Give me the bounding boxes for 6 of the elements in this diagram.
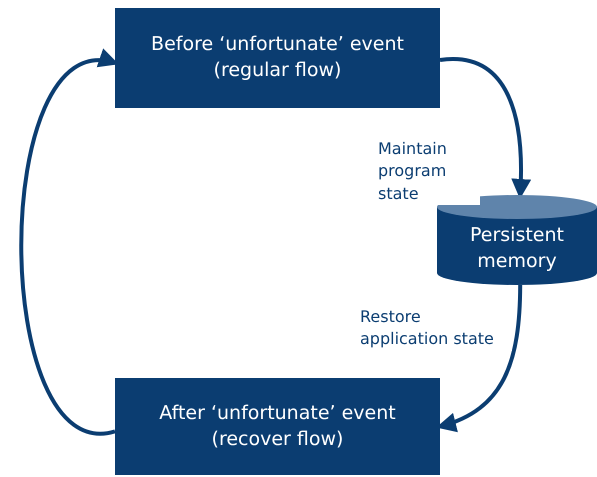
database-cylinder <box>437 195 597 285</box>
node-text: After ‘unfortunate’ event (recover flow) <box>158 400 397 452</box>
process-box <box>115 8 440 108</box>
process-box <box>115 378 440 475</box>
node-text: Before ‘unfortunate’ event (regular flow) <box>150 32 405 83</box>
node-text: Persistent memory <box>469 223 565 274</box>
